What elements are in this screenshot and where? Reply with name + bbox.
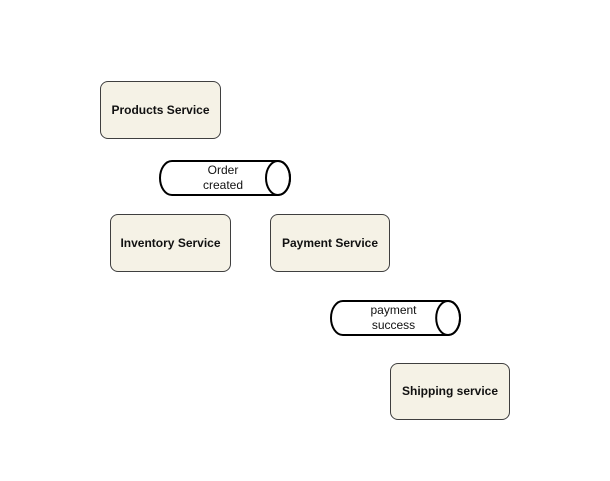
cylinder-icon <box>330 300 461 336</box>
inventory-service-label: Inventory Service <box>120 235 221 250</box>
node-shipping-service[interactable]: Shipping service <box>390 363 510 420</box>
node-payment-success-queue[interactable]: payment success <box>330 300 461 336</box>
order-created-queue-label: Order created <box>202 163 244 192</box>
node-inventory-service[interactable]: Inventory Service <box>110 214 231 272</box>
node-products-service[interactable]: Products Service <box>100 81 221 139</box>
node-order-created-queue[interactable]: Order created <box>159 160 291 196</box>
cylinder-icon <box>159 160 291 196</box>
node-payment-service[interactable]: Payment Service <box>270 214 390 272</box>
payment-service-label: Payment Service <box>281 235 379 250</box>
payment-success-queue-label: payment success <box>370 303 417 332</box>
shipping-service-label: Shipping service <box>401 384 499 398</box>
products-service-label: Products Service <box>111 102 210 117</box>
